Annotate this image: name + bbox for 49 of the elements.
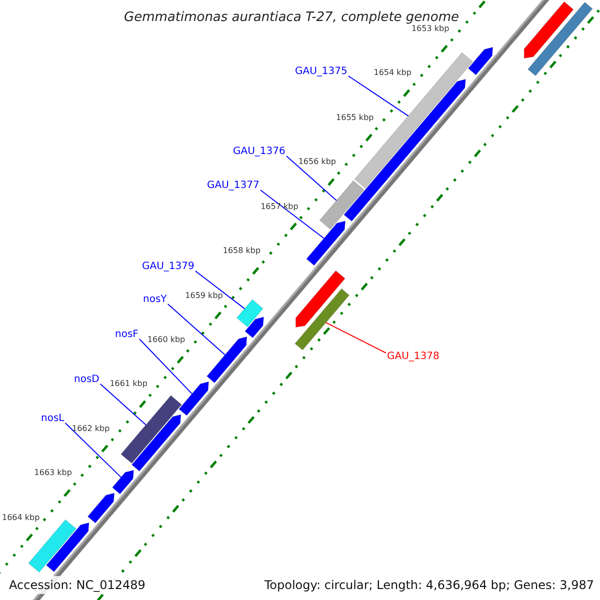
scale-label: 1660 kbp xyxy=(147,336,186,344)
diagram-title: Gemmatimonas aurantiaca T-27, complete genome xyxy=(124,11,460,24)
gene-bar xyxy=(295,270,346,328)
scale-label: 1655 kbp xyxy=(336,114,374,122)
gene-bar xyxy=(131,414,182,472)
gene-label: nosY xyxy=(143,295,167,305)
gene-bar xyxy=(294,288,350,350)
gene-bar xyxy=(236,299,264,328)
gene-bar xyxy=(354,52,474,189)
scale-label: 1662 kbp xyxy=(72,424,110,433)
gene-label: GAU_1378 xyxy=(387,352,440,362)
scale-label: 1659 kbp xyxy=(185,292,223,300)
gene-bar xyxy=(468,46,494,76)
scale-label: 1653 kbp xyxy=(411,24,450,33)
gene-label: GAU_1377 xyxy=(207,181,260,191)
scale-label: 1661 kbp xyxy=(110,380,148,388)
leader-line xyxy=(100,384,146,426)
gene-label: GAU_1376 xyxy=(233,147,286,157)
gene-bar xyxy=(112,470,134,494)
leader-line xyxy=(64,422,122,478)
leader-line xyxy=(194,270,246,310)
gene-label: nosL xyxy=(41,414,64,424)
gene-bar xyxy=(524,1,574,59)
gene-label: nosF xyxy=(115,330,138,340)
gene-label: GAU_1375 xyxy=(295,67,348,77)
scale-label: 1654 kbp xyxy=(374,69,412,78)
genome-summary-text: Topology: circular; Length: 4,636,964 bp; Genes: 3,987 xyxy=(262,579,596,591)
gene-label: nosD xyxy=(74,375,100,385)
scale-label: 1663 kbp xyxy=(34,469,72,478)
leader-line xyxy=(167,304,226,356)
gene-bar xyxy=(178,381,210,416)
gene-bar xyxy=(46,522,90,572)
gene-bar xyxy=(527,2,593,76)
leader-line xyxy=(138,338,192,394)
gene-bar xyxy=(244,316,264,338)
scale-label: 1656 kbp xyxy=(298,158,336,166)
gene-bar xyxy=(87,492,115,524)
gene-label: GAU_1379 xyxy=(142,262,194,272)
gene-bar xyxy=(206,336,248,384)
gene-bar xyxy=(306,220,346,266)
leader-line xyxy=(260,190,324,239)
leader-line xyxy=(325,322,386,354)
scale-label: 1664 kbp xyxy=(2,514,40,522)
scale-label: 1657 kbp xyxy=(260,202,298,211)
gene-bar xyxy=(120,395,182,464)
leader-line xyxy=(286,156,337,201)
leader-line xyxy=(348,76,409,116)
gene-bar xyxy=(319,180,364,230)
scale-label: 1658 kbp xyxy=(222,247,261,256)
